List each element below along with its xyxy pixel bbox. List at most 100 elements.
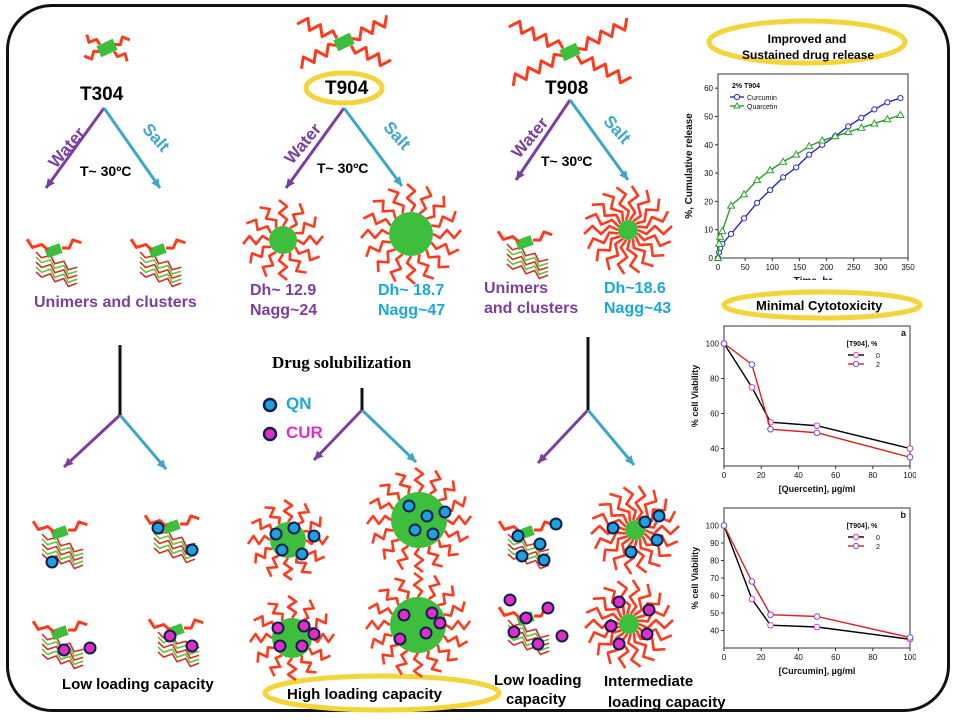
x-tick-label: 60	[831, 471, 840, 480]
t904-water-cur-micelle-arm	[311, 632, 336, 644]
t904-water-micelle-core	[269, 226, 297, 254]
loaded-t304-water-qn-chain	[41, 538, 84, 557]
t904-water-cur-micelle-arm	[299, 655, 317, 674]
lower-split-right-left-arrow	[536, 408, 590, 465]
loaded-t304-salt-cur-arm	[147, 618, 171, 632]
t904-salt-qn-micelle-arm	[413, 466, 425, 493]
t904-salt-qn-micelle-arm	[379, 483, 401, 501]
legend-title: [T904], %	[847, 523, 879, 530]
legend-label: 2	[876, 362, 880, 369]
t908-salt-micelle-arm	[635, 198, 661, 225]
t908-salt-qn-micelle-drug-particle	[606, 521, 620, 535]
y-tick-label: 60	[710, 592, 719, 601]
x-tick-label: 100	[903, 471, 916, 480]
t904-salt-qn-micelle-drug-particle	[420, 509, 434, 523]
t304-polymer-arm	[114, 35, 131, 47]
y-tick-label: 50	[704, 112, 713, 121]
t304-salt-cluster-arm	[129, 238, 153, 252]
t904-salt-result: Dh~ 18.7 Nagg~47	[378, 281, 445, 321]
t904-salt-qn-micelle-arm	[446, 514, 473, 526]
t904-salt-qn-micelle-drug-particle	[426, 527, 440, 541]
legend-label: 2	[876, 544, 880, 551]
t304-result-label: Unimers and clusters	[34, 294, 197, 311]
legend-title: [T904], %	[847, 341, 879, 348]
y-tick-label: 0	[709, 254, 714, 263]
y-tick-label: 30	[704, 169, 713, 178]
t304-water-cluster-core	[44, 243, 63, 259]
data-point-2	[813, 613, 821, 620]
t904-salt-cur-micelle-arm	[364, 619, 391, 631]
y-tick-label: 70	[710, 574, 719, 583]
data-point-2	[906, 453, 914, 461]
legend-marker	[852, 351, 860, 359]
polymer-label-t304: T304	[80, 84, 124, 105]
t908-salt-micelle-arm	[634, 235, 665, 258]
t904-water-qn-micelle-arm	[303, 516, 322, 534]
data-point-quarcetin	[791, 150, 801, 158]
t908-salt-micelle-arm	[627, 185, 640, 221]
cytotoxicity-panel-title: Minimal Cytotoxicity	[756, 298, 883, 313]
lower-split-left-right-arrow-head	[156, 459, 166, 469]
t908-salt-dh: Dh~18.6	[604, 280, 666, 297]
t904-water-qn-micelle-arm	[265, 554, 280, 578]
data-point-curcumin	[727, 230, 735, 238]
t904-salt-qn-micelle-drug-particle	[402, 499, 416, 513]
t904-water-cur-micelle-arm	[248, 632, 273, 644]
loaded-t304-water-cur-chain	[41, 648, 84, 666]
t904-salt-cur-micelle-arm	[381, 643, 399, 665]
lower-split-left-left-arrow-head	[64, 457, 74, 467]
t908-salt-cur-micelle-arm	[636, 592, 662, 619]
caption-low-loading-left: Low loading capacity	[62, 676, 214, 693]
plot-area	[717, 73, 909, 259]
t904-salt-qn-micelle-drug-particle	[438, 505, 452, 519]
plot-area	[723, 325, 911, 467]
t908-salt-qn-micelle-arm	[634, 485, 647, 521]
t908-salt-cur-micelle-arm	[592, 596, 623, 619]
t908-water-cluster-chain	[506, 243, 549, 263]
t904-salt-cur-micelle-arm	[378, 588, 400, 606]
t908-salt-micelle-arm	[583, 224, 619, 236]
loaded-t908-water-cur-drug-particle	[531, 637, 545, 651]
lower-split-left-right-arrow	[118, 414, 168, 470]
t904-water-qn-micelle-drug-particle	[269, 527, 283, 541]
loaded-t304-salt-cur-drug-particle	[163, 629, 177, 643]
data-point-quarcetin	[713, 253, 723, 261]
t304-polymer-arm	[83, 49, 100, 61]
data-point-quarcetin	[765, 165, 775, 174]
panel-letter: b	[901, 510, 907, 520]
t904-salt-cur-micelle-drug-particle	[393, 632, 407, 646]
t904-salt-qn-micelle-arm	[396, 544, 410, 571]
t904-salt-qn-micelle-core	[391, 492, 447, 548]
loaded-t908-water-cur-chain	[507, 634, 550, 652]
x-tick-label: 0	[722, 653, 727, 662]
t904-salt-micelle-core	[389, 212, 433, 256]
t908-salt-qn-micelle-arm	[612, 537, 631, 571]
caption-high-loading: High loading capacity	[287, 686, 443, 703]
t904-water-qn-micelle-arm	[250, 517, 274, 532]
t904-water-micelle-arm	[261, 250, 277, 278]
t908-salt-micelle-arm	[591, 202, 622, 225]
lower-split-middle-left-arrow	[312, 408, 364, 462]
t904-salt-micelle-arm	[425, 249, 450, 269]
highlight-ellipse-high-loading	[262, 673, 502, 713]
t908-split-left-arrow	[514, 99, 572, 181]
t908-salt-qn-micelle-arm	[632, 539, 648, 574]
t908-salt-cur-micelle-drug-particle	[642, 603, 656, 617]
loaded-t304-salt-qn-core	[162, 519, 181, 535]
t904-salt-qn-micelle-arm	[443, 529, 470, 543]
data-point-0	[813, 623, 821, 631]
loaded-t908-water-qn-drug-particle	[511, 529, 525, 543]
t904-salt-micelle-arm	[376, 248, 396, 273]
t304-split-left-arrow-head	[46, 178, 55, 188]
t908-salt-cur-micelle-arm	[626, 633, 642, 668]
loaded-t304-salt-qn-chain	[153, 537, 196, 555]
temp-label-t904: T~ 30ºC	[317, 160, 369, 176]
t904-salt-cur-micelle-arm	[394, 577, 410, 600]
loaded-t908-water-cur-drug-particle	[519, 611, 533, 625]
t904-salt-micelle-arm	[387, 188, 405, 214]
data-point-curcumin	[753, 199, 761, 206]
y-tick-label: 100	[706, 522, 720, 531]
loaded-t304-salt-qn-drug-particle	[185, 543, 199, 557]
t304-split-right-arrow-head	[151, 178, 160, 188]
